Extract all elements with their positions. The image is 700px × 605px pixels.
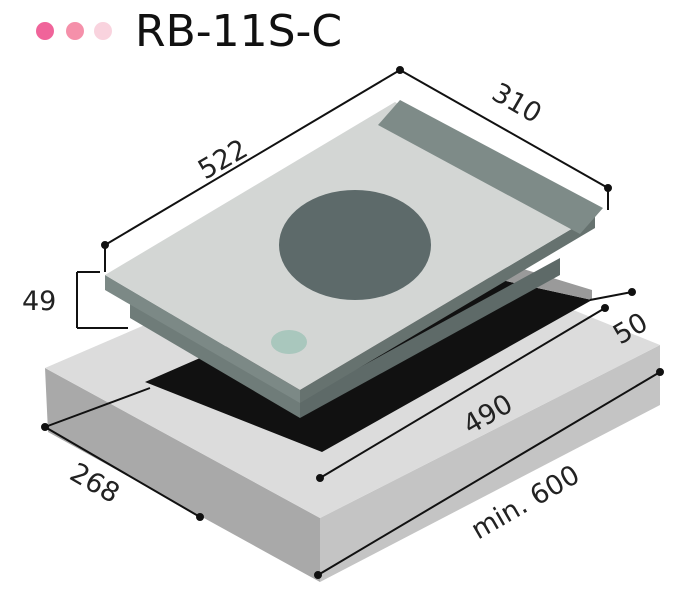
counter-front-face (45, 368, 320, 582)
control-knob (271, 330, 307, 354)
cooktop-right-edge (300, 215, 595, 403)
dot-icon (94, 22, 112, 40)
dimension-lines (41, 66, 664, 579)
model-title: RB-11S-C (135, 6, 343, 57)
cooktop-front-edge (105, 275, 300, 403)
cooktop-body-right (300, 258, 560, 418)
dim-310: 310 (487, 77, 547, 130)
dim-522: 522 (193, 133, 253, 186)
dot-icon (66, 22, 84, 40)
dim-49: 49 (22, 286, 56, 317)
cooking-zone (279, 190, 431, 300)
cooktop-body (130, 300, 300, 418)
control-strip (378, 100, 603, 234)
dot-icon (36, 22, 54, 40)
